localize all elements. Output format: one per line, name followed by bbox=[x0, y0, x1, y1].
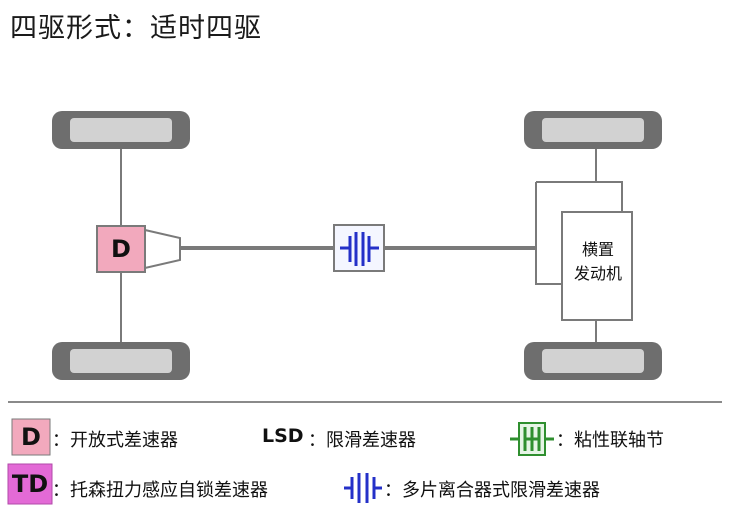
legend-divider bbox=[8, 401, 722, 403]
legend-lsd-label: ：限滑差速器 bbox=[308, 430, 416, 451]
transverse-engine bbox=[561, 211, 633, 321]
transfer-case bbox=[535, 181, 623, 285]
pinion-housing bbox=[144, 228, 181, 270]
legend-torsen-label: ：托森扭力感应自锁差速器 bbox=[52, 480, 268, 501]
legend-torsen-abbr: TD bbox=[11, 470, 49, 498]
wheel-rear-right bbox=[524, 342, 662, 380]
wheel-front-left bbox=[52, 111, 190, 149]
engine-label: 横置 发动机 bbox=[564, 238, 632, 286]
legend-viscous-coupling-icon bbox=[510, 422, 554, 456]
legend-open-diff-abbr: D bbox=[21, 423, 41, 451]
legend-torsen-icon bbox=[7, 463, 53, 505]
wheel-rear-left bbox=[52, 342, 190, 380]
rear-diff-label: D bbox=[111, 235, 131, 263]
legend-lsd-abbr: LSD bbox=[262, 425, 304, 447]
engine-label-line2: 发动机 bbox=[573, 264, 622, 283]
rear-open-differential bbox=[96, 225, 146, 273]
legend-open-diff-icon bbox=[11, 418, 51, 456]
legend-open-diff-label: ：开放式差速器 bbox=[52, 430, 178, 451]
legend-multi-clutch-label: ：多片离合器式限滑差速器 bbox=[384, 480, 600, 501]
legend-multi-clutch-icon bbox=[344, 473, 382, 503]
engine-label-line1: 横置 bbox=[581, 240, 614, 259]
wheel-front-right bbox=[524, 111, 662, 149]
legend-viscous-label: ：粘性联轴节 bbox=[556, 430, 664, 451]
multi-plate-clutch-coupling bbox=[333, 224, 385, 272]
page-title: 四驱形式：适时四驱 bbox=[10, 13, 262, 44]
